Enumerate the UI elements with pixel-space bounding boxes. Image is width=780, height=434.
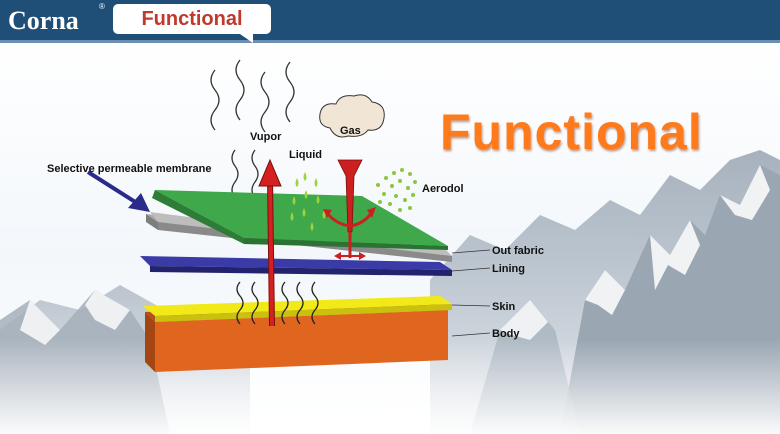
- label-skin: Skin: [492, 301, 516, 313]
- gas-cloud: [319, 94, 385, 138]
- tab-pointer: [237, 32, 253, 43]
- vapor-wisps-bottom: [236, 281, 319, 325]
- registered-mark: ®: [99, 2, 105, 11]
- label-vapor: Vupor: [250, 131, 282, 143]
- vapor-wisps-top: [210, 59, 295, 199]
- vapor-arrow: [258, 158, 282, 327]
- tab-functional-label: Functional: [141, 8, 243, 30]
- label-membrane: Selective permeable membrane: [47, 163, 211, 175]
- label-liquid: Liquid: [289, 149, 322, 161]
- label-out-fabric: Out fabric: [492, 245, 544, 257]
- tab-functional[interactable]: Functional: [113, 4, 271, 34]
- label-gas: Gas: [340, 125, 361, 137]
- label-body: Body: [492, 328, 520, 340]
- label-lining: Lining: [492, 263, 525, 275]
- leader-lines: [451, 249, 491, 337]
- skin-layer: [143, 296, 452, 322]
- header-divider: [0, 40, 780, 43]
- aerosol-dots: [376, 168, 417, 212]
- gas-blocked-arrow: [323, 159, 376, 260]
- membrane-pointer-arrow: [86, 170, 150, 212]
- liquid-drops: [290, 172, 326, 231]
- lining-layer: [140, 256, 452, 276]
- membrane-layer: [152, 190, 448, 250]
- brand-logo[interactable]: Corna: [8, 6, 79, 35]
- page-title: Functional: [440, 104, 703, 160]
- label-aerosol: Aerodol: [422, 183, 464, 195]
